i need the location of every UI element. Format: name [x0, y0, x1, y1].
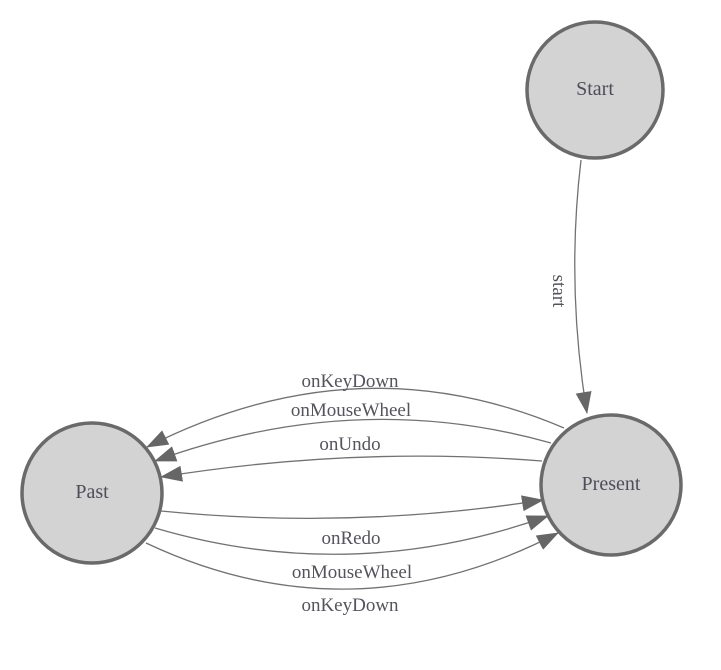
transition-edge-start-to-present[interactable]	[574, 159, 592, 414]
transition-label-past-to-present-onmousewheel: onMouseWheel	[292, 562, 412, 583]
transition-label-past-to-present-onredo: onRedo	[321, 528, 380, 549]
transition-edge-past-to-present-onmousewheel[interactable]	[154, 515, 549, 555]
transition-label-present-to-past-onkeydown: onKeyDown	[301, 371, 399, 392]
edge-labels-layer: start onKeyDown onMouseWheel onUndo onRedo on…	[291, 275, 569, 616]
transition-label-present-to-past-onundo: onUndo	[319, 434, 380, 455]
transition-label-past-to-present-onkeydown: onKeyDown	[301, 595, 399, 616]
transition-edge-present-to-past-onkeydown[interactable]	[146, 387, 565, 448]
transition-label-start-to-present: start	[548, 275, 569, 308]
transitions-layer	[145, 159, 592, 590]
transition-edge-present-to-past-onundo[interactable]	[160, 455, 543, 482]
transition-edge-past-to-present-onredo[interactable]	[160, 495, 544, 520]
state-label-present: Present	[582, 473, 641, 495]
state-node-past[interactable]	[20, 421, 164, 565]
state-node-present[interactable]	[539, 413, 683, 557]
transition-label-present-to-past-onmousewheel: onMouseWheel	[291, 400, 411, 421]
transition-edge-past-to-present-onkeydown[interactable]	[145, 532, 559, 590]
state-node-start[interactable]	[525, 20, 665, 160]
state-label-past: Past	[75, 481, 109, 503]
transition-edge-present-to-past-onmousewheel[interactable]	[154, 418, 552, 462]
state-label-start: Start	[576, 78, 614, 100]
